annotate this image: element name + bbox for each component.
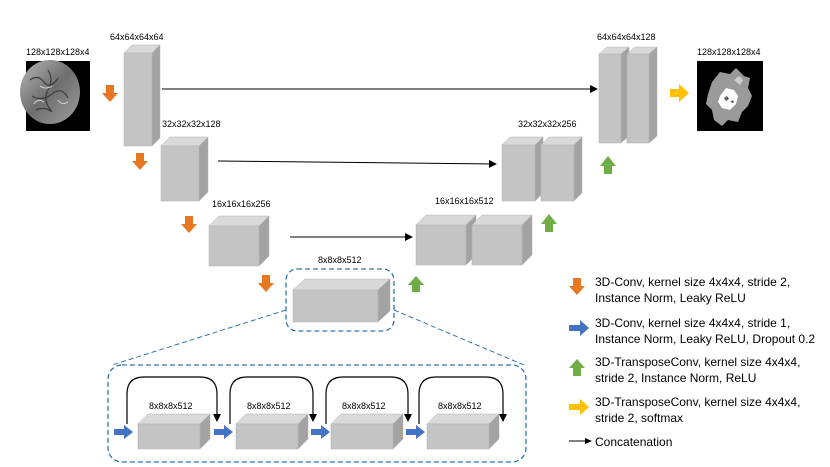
encoder-2-shape-label: 32x32x32x128: [162, 119, 221, 129]
residual-1-shape-label: 8x8x8x512: [149, 401, 193, 411]
encoder-block-1: [123, 44, 161, 147]
residual-skip-loop-4: [418, 376, 507, 424]
output-segmentation-image: [697, 61, 763, 131]
yellow-right-arrow-icon: [569, 399, 589, 415]
encoder-1-shape-label: 64x64x64x64: [110, 32, 164, 42]
residual-block-2: [235, 413, 309, 450]
legend-conv-residual-text: 3D-Conv, kernel size 4x4x4, stride 1, In…: [595, 316, 816, 346]
decoder-block-2: [501, 136, 583, 202]
residual-block-4: [426, 413, 500, 450]
upsample-arrow-2: [541, 214, 557, 232]
bottleneck-block: [292, 278, 391, 323]
decoder-1-shape-label: 64x64x64x128: [597, 32, 656, 42]
residual-2-shape-label: 8x8x8x512: [247, 401, 291, 411]
residual-4-shape-label: 8x8x8x512: [438, 401, 482, 411]
residual-conv-arrow-2: [214, 425, 233, 439]
encoder-block-2: [160, 136, 209, 202]
residual-block-1: [137, 413, 211, 450]
orange-down-arrow-icon: [569, 278, 585, 295]
zoom-line-left: [111, 309, 287, 366]
decoder-block-3: [415, 214, 533, 266]
residual-block-3: [330, 413, 404, 450]
residual-skip-loop-2: [229, 376, 317, 424]
legend-transpose-conv-text: 3D-TransposeConv, kernel size 4x4x4, str…: [595, 355, 801, 385]
output-shape-label: 128x128x128x4: [697, 47, 761, 57]
zoom-line-right: [393, 309, 525, 366]
downsample-arrow-4: [258, 275, 274, 292]
blue-right-arrow-icon: [569, 320, 589, 336]
decoder-block-1: [598, 46, 658, 144]
residual-skip-loop-1: [126, 376, 221, 424]
encoder-block-3: [208, 215, 270, 267]
residual-3-shape-label: 8x8x8x512: [342, 401, 386, 411]
decoder-2-shape-label: 32x32x32x256: [518, 119, 577, 129]
bottleneck-shape-label: 8x8x8x512: [318, 255, 362, 265]
green-up-arrow-icon: [569, 359, 585, 376]
skip-connection-2: [217, 159, 497, 168]
downsample-arrow-3: [181, 216, 197, 233]
black-arrow-icon: [569, 438, 592, 444]
input-mri-image: [20, 60, 90, 131]
residual-conv-arrow-3: [311, 425, 330, 439]
legend-transpose-softmax-text: 3D-TransposeConv, kernel size 4x4x4, str…: [595, 395, 801, 425]
downsample-arrow-2: [132, 153, 148, 170]
decoder-3-shape-label: 16x16x16x512: [435, 196, 494, 206]
encoder-3-shape-label: 16x16x16x256: [212, 199, 271, 209]
upsample-arrow-1: [408, 276, 424, 292]
residual-detail-box: [107, 364, 527, 463]
input-shape-label: 128x128x128x4: [26, 47, 90, 57]
residual-conv-arrow-4: [406, 425, 425, 439]
upsample-arrow-3: [600, 156, 616, 174]
residual-conv-arrow-1: [114, 425, 133, 439]
bottleneck-highlight-box: [285, 268, 395, 332]
residual-skip-loop-3: [325, 376, 412, 424]
legend-concatenation-text: Concatenation: [595, 435, 673, 449]
output-arrow: [670, 84, 689, 102]
downsample-arrow-1: [102, 85, 118, 102]
legend-conv-down-text: 3D-Conv, kernel size 4x4x4, stride 2, In…: [595, 275, 791, 305]
